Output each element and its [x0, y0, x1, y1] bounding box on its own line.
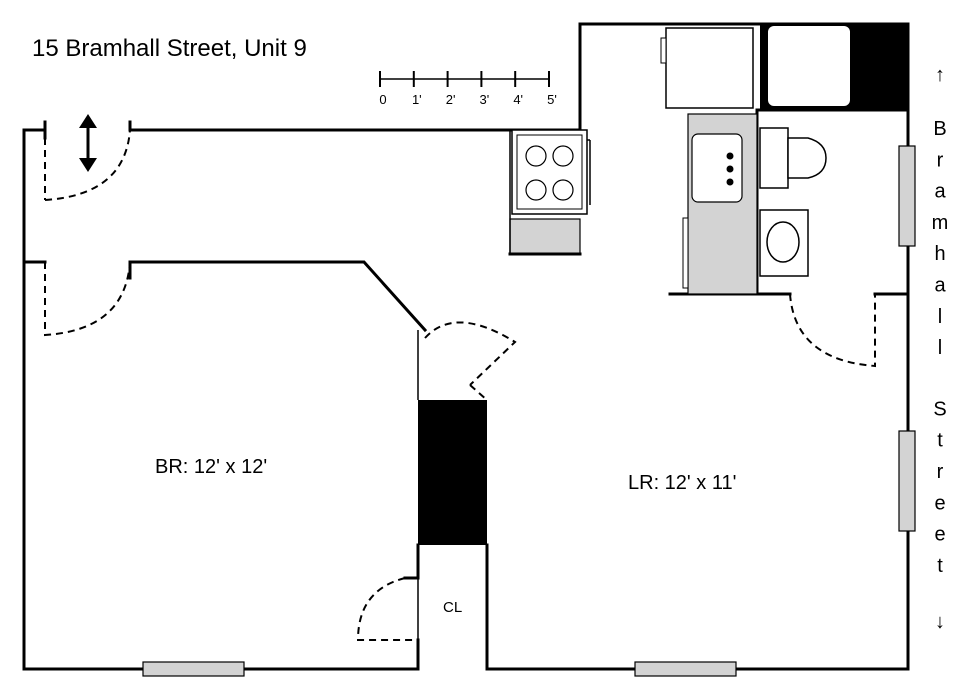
counter-icon	[508, 130, 582, 256]
scale-tick-label: 1'	[412, 92, 422, 107]
living-room-window	[634, 661, 737, 677]
street-letter: r	[937, 461, 944, 483]
scale-tick-label: 4'	[513, 92, 523, 107]
entry-door	[44, 129, 131, 337]
street-letter: r	[937, 149, 944, 171]
street-letter: a	[934, 275, 946, 297]
closet-door	[356, 577, 418, 641]
street-letter: l	[938, 306, 942, 328]
scale-tick-label: 2'	[446, 92, 456, 107]
street-letter: e	[934, 492, 945, 514]
arrow-down-icon: ↓	[935, 611, 945, 633]
bedroom-label: BR: 12' x 12'	[155, 456, 267, 478]
living-room-side-window	[898, 430, 916, 532]
street-letter: h	[934, 243, 945, 265]
scale-tick-label: 5'	[547, 92, 557, 107]
exterior-walls	[22, 22, 910, 671]
street-letter: t	[937, 430, 943, 452]
sink-counter-icon	[682, 113, 758, 295]
street-letter: e	[934, 524, 945, 546]
closet-block	[418, 400, 487, 545]
scale-tick-label: 0	[379, 92, 386, 107]
bathroom-sink-icon	[759, 209, 809, 277]
street-letter: m	[932, 212, 949, 234]
stove-icon	[511, 129, 591, 215]
street-letter: a	[934, 181, 946, 203]
living-room-label: LR: 12' x 11'	[628, 472, 736, 494]
street-letter: t	[937, 555, 943, 577]
bedroom-door	[424, 321, 517, 401]
street-letter: l	[938, 337, 942, 359]
address-title: 15 Bramhall Street, Unit 9	[32, 35, 307, 62]
street-letter: S	[933, 398, 946, 420]
scale-tick-label: 3'	[480, 92, 490, 107]
double-arrow-icon	[79, 114, 97, 172]
scale-bar: 0 1' 2' 3' 4' 5'	[379, 71, 557, 107]
tub-icon	[760, 24, 908, 110]
arrow-up-icon: ↑	[935, 64, 945, 86]
toilet-icon	[759, 127, 827, 189]
bathroom-door	[789, 293, 876, 368]
bedroom-window	[142, 661, 245, 677]
refrigerator-icon	[660, 27, 754, 109]
bathroom-window	[898, 145, 916, 247]
closet-label: CL	[443, 599, 462, 616]
street-letter: B	[933, 118, 946, 140]
